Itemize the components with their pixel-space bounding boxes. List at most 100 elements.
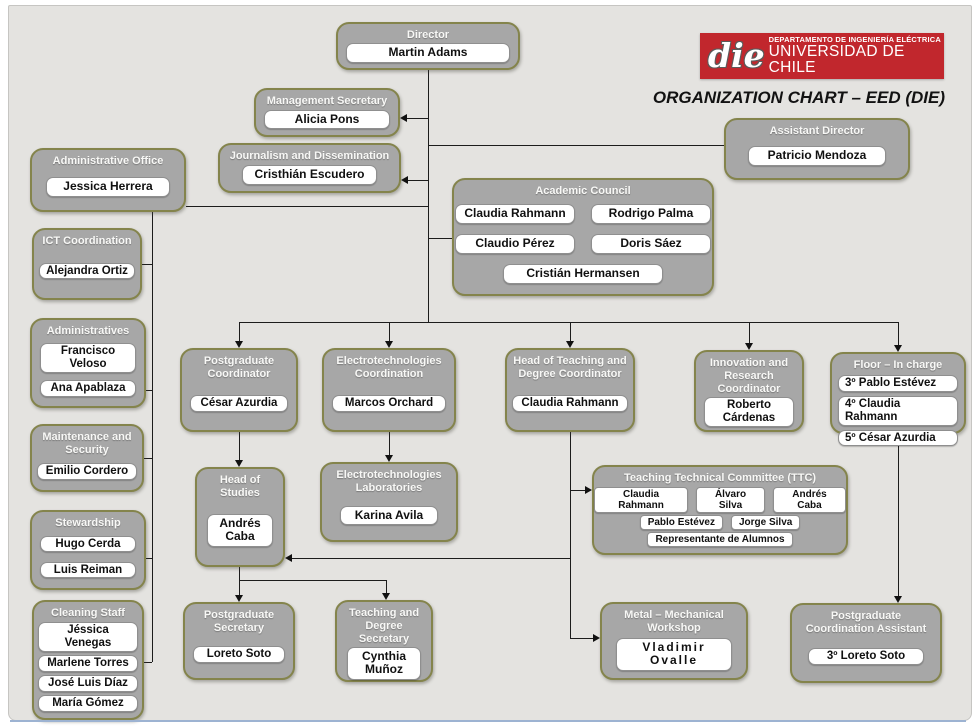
arrowhead-journalism xyxy=(401,176,408,184)
council-row: Claudia Rahmann Rodrigo Palma xyxy=(454,204,712,224)
org-box-director: Director Martin Adams xyxy=(336,22,520,70)
org-box-electrotechnologies-laboratories: Electrotechnologies Laboratories Karina … xyxy=(320,462,458,542)
member-name: Jéssica Venegas xyxy=(38,622,138,653)
die-logo-acronym: die xyxy=(708,35,765,75)
org-box-electrotechnologies-coordination: Electrotechnologies Coordination Marcos … xyxy=(322,348,456,432)
box-title: Electrotechnologies Laboratories xyxy=(336,469,442,494)
arrowhead-metal-workshop xyxy=(593,634,600,642)
member-name: Francisco Veloso xyxy=(40,342,136,373)
member-name: Claudio Pérez xyxy=(455,234,575,254)
connector-drop-postgrad-coordinator xyxy=(239,322,240,342)
connector-stub-cleaning xyxy=(144,662,152,663)
member-name: César Azurdia xyxy=(190,395,288,412)
arrowhead-head-studies xyxy=(235,460,243,467)
org-box-metal-mechanical-workshop: Metal – Mechanical Workshop Vladimir Ova… xyxy=(600,602,748,680)
member-name: Pablo Estévez xyxy=(639,514,723,531)
member-name: Loreto Soto xyxy=(193,646,285,663)
connector-assistant-director xyxy=(428,145,724,146)
connector-stub-maintenance xyxy=(144,458,152,459)
org-box-cleaning-staff: Cleaning Staff Jéssica Venegas Marlene T… xyxy=(32,600,144,720)
member-name: 4º Claudia Rahmann xyxy=(838,395,958,426)
member-name: Karina Avila xyxy=(340,505,438,526)
org-box-head-of-studies: Head of Studies Andrés Caba xyxy=(195,467,285,567)
member-name: Jessica Herrera xyxy=(46,177,170,197)
box-title: Administrative Office xyxy=(52,155,164,167)
connector-head-teaching-spine xyxy=(570,432,571,638)
connector-drop-electro-coordination xyxy=(389,322,390,342)
connector-stub-administratives xyxy=(146,390,152,391)
member-name: Claudia Rahmann xyxy=(455,204,575,224)
org-box-academic-council: Academic Council Claudia Rahmann Rodrigo… xyxy=(452,178,714,296)
member-name: Luis Reiman xyxy=(40,561,136,579)
member-name: Doris Sáez xyxy=(591,234,711,254)
member-name: Martin Adams xyxy=(346,43,510,63)
org-box-floor-in-charge: Floor – In charge 3º Pablo Estévez 4º Cl… xyxy=(830,352,966,447)
org-box-administratives: Administratives Francisco Veloso Ana Apa… xyxy=(30,318,146,408)
chart-title: ORGANIZATION CHART – EED (DIE) xyxy=(652,88,945,107)
logo-department-line: DEPARTAMENTO DE INGENIERÍA ELÉCTRICA xyxy=(768,34,941,44)
ttc-row: Pablo Estévez Jorge Silva xyxy=(594,514,846,531)
connector-administrative-office xyxy=(186,206,428,207)
member-name: Rodrigo Palma xyxy=(591,204,711,224)
arrowhead-teaching-secretary xyxy=(382,593,390,600)
connector-floor-to-assistant xyxy=(898,434,899,597)
box-title: Metal – Mechanical Workshop xyxy=(624,609,724,634)
ttc-row: Claudia Rahmann Álvaro Silva Andrés Caba xyxy=(594,486,846,514)
member-name: Andrés Caba xyxy=(772,486,846,514)
connector-drop-postgrad-secretary xyxy=(239,580,240,596)
connector-director-trunk xyxy=(428,70,429,322)
box-title: Teaching and Degree Secretary xyxy=(348,607,420,645)
arrowhead-electro-coordination xyxy=(385,341,393,348)
arrowhead-ttc xyxy=(585,486,592,494)
connector-management-secretary xyxy=(407,118,428,119)
org-box-teaching-technical-committee: Teaching Technical Committee (TTC) Claud… xyxy=(592,465,848,555)
org-box-management-secretary: Management Secretary Alicia Pons xyxy=(254,88,400,137)
member-name: 5º César Azurdia xyxy=(838,429,958,447)
box-title: Postgraduate Coordinator xyxy=(203,355,275,380)
member-name: María Gómez xyxy=(38,694,138,712)
connector-head-studies-down xyxy=(239,567,240,580)
org-box-head-teaching-degree-coordinator: Head of Teaching and Degree Coordinator … xyxy=(505,348,635,432)
connector-journalism xyxy=(408,180,428,181)
die-logo: die DEPARTAMENTO DE INGENIERÍA ELÉCTRICA… xyxy=(700,33,944,79)
connector-to-ttc xyxy=(570,490,586,491)
box-title: Teaching Technical Committee (TTC) xyxy=(623,472,817,484)
connector-postgrad-to-head-studies xyxy=(239,432,240,461)
org-box-postgraduate-coordinator: Postgraduate Coordinator César Azurdia xyxy=(180,348,298,432)
member-name: Jorge Silva xyxy=(730,514,801,531)
connector-drop-floor xyxy=(898,322,899,346)
arrowhead-postgrad-coordinator xyxy=(235,341,243,348)
connector-drop-head-teaching xyxy=(570,322,571,342)
member-name: Roberto Cárdenas xyxy=(704,396,794,427)
box-title: Maintenance and Security xyxy=(42,431,132,456)
logo-university-line: UNIVERSIDAD DE CHILE xyxy=(768,42,905,76)
ttc-row: Representante de Alumnos xyxy=(594,531,846,548)
org-box-assistant-director: Assistant Director Patricio Mendoza xyxy=(724,118,910,180)
member-name: Andrés Caba xyxy=(207,514,273,547)
box-title: Postgraduate Coordination Assistant xyxy=(805,610,927,635)
connector-drop-innovation xyxy=(749,322,750,344)
box-title: Journalism and Dissemination xyxy=(229,150,390,162)
org-box-journalism: Journalism and Dissemination Cristhián E… xyxy=(218,143,401,193)
box-title: Administratives xyxy=(46,325,130,337)
connector-secretaries-bar xyxy=(239,580,387,581)
box-title: Innovation and Research Coordinator xyxy=(709,357,789,395)
member-name: Cristián Hermansen xyxy=(503,264,663,284)
arrowhead-head-teaching xyxy=(566,341,574,348)
member-name: Cristhián Escudero xyxy=(242,165,377,185)
connector-left-column-spine xyxy=(152,212,153,662)
member-name: Hugo Cerda xyxy=(40,535,136,553)
council-row: Cristián Hermansen xyxy=(454,264,712,284)
connector-drop-teaching-secretary xyxy=(386,580,387,594)
member-name: Claudia Rahmann xyxy=(594,486,689,514)
arrowhead-innovation xyxy=(745,343,753,350)
org-box-stewardship: Stewardship Hugo Cerda Luis Reiman xyxy=(30,510,146,590)
org-box-ict-coordination: ICT Coordination Alejandra Ortiz xyxy=(32,228,142,300)
box-title: Postgraduate Secretary xyxy=(203,609,275,634)
box-title: Assistant Director xyxy=(769,125,865,137)
member-name: Alejandra Ortiz xyxy=(39,262,135,280)
connector-academic-council xyxy=(428,238,452,239)
arrowhead-head-studies-left xyxy=(285,554,292,562)
connector-distribution-bar xyxy=(239,322,899,323)
